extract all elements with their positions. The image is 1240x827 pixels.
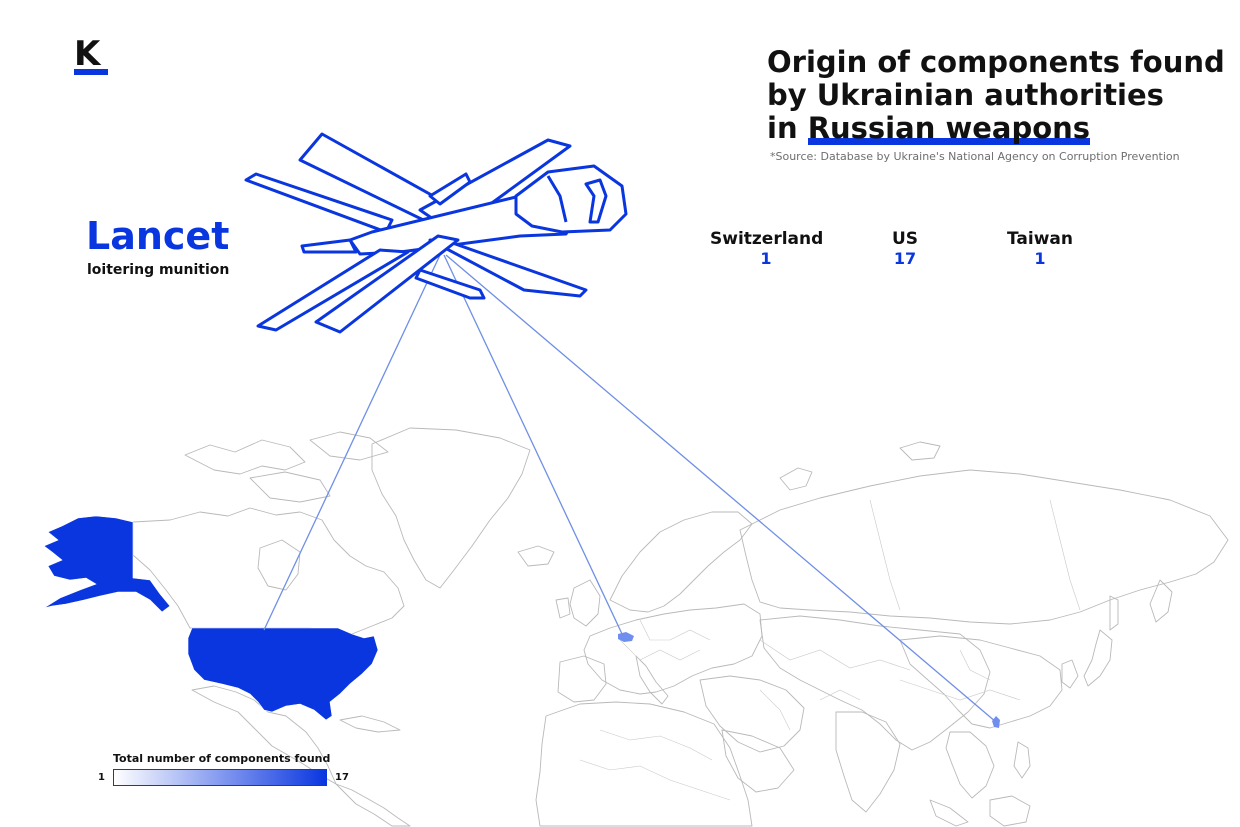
italy bbox=[635, 655, 669, 705]
country-us: US 17 bbox=[876, 229, 934, 269]
arctic-archipelago bbox=[184, 439, 306, 475]
link-lines bbox=[263, 254, 997, 723]
arctic-island-3 bbox=[309, 431, 389, 461]
title-line-2: by Ukrainian authorities bbox=[767, 78, 1164, 112]
iberia bbox=[557, 655, 607, 703]
africa bbox=[535, 701, 753, 827]
title-line-1: Origin of components found bbox=[767, 45, 1225, 79]
country-name: Taiwan bbox=[1007, 229, 1073, 249]
title-highlight: Russian weapons bbox=[807, 111, 1091, 145]
country-count: 1 bbox=[760, 249, 772, 268]
page-title: Origin of components found by Ukrainian … bbox=[767, 46, 1227, 145]
title-highlight-text: Russian weapons bbox=[807, 111, 1091, 145]
country-name: US bbox=[891, 229, 919, 249]
map-landmasses bbox=[132, 427, 1229, 827]
legend-gradient-bar bbox=[113, 769, 327, 786]
product-name: Lancet bbox=[86, 214, 230, 258]
hudson-bay bbox=[257, 539, 301, 591]
arctic-island-2 bbox=[249, 471, 331, 503]
mexico bbox=[191, 685, 337, 785]
country-taiwan: Taiwan 1 bbox=[1004, 229, 1076, 269]
legend-min-label: 1 bbox=[98, 772, 105, 783]
link-line-us bbox=[263, 254, 441, 631]
canada bbox=[132, 507, 405, 635]
title-line-3: in Russian weapons bbox=[767, 112, 1227, 145]
iceland bbox=[517, 545, 555, 567]
uk bbox=[569, 579, 601, 627]
cuba bbox=[339, 715, 401, 733]
central-asia bbox=[759, 615, 991, 751]
novaya-zemlya bbox=[779, 467, 813, 491]
sakhalin bbox=[1109, 595, 1119, 631]
country-count: 17 bbox=[893, 249, 917, 268]
product-type: loitering munition bbox=[87, 262, 230, 278]
southeast-asia bbox=[945, 731, 995, 799]
title-highlight-underline bbox=[807, 138, 1091, 145]
source-note: *Source: Database by Ukraine's National … bbox=[770, 150, 1180, 163]
japan bbox=[1083, 629, 1113, 687]
link-line-taiwan bbox=[445, 254, 997, 723]
logo-underline bbox=[74, 69, 108, 75]
india bbox=[835, 711, 901, 813]
middle-east bbox=[699, 675, 805, 753]
drone-icon bbox=[244, 132, 628, 334]
legend-max-label: 17 bbox=[335, 772, 349, 783]
arabia bbox=[721, 729, 795, 793]
logo-letter: K bbox=[74, 34, 101, 74]
country-switzerland: Switzerland 1 bbox=[710, 229, 824, 269]
title-line-3-prefix: in bbox=[767, 111, 808, 145]
europe bbox=[583, 603, 763, 695]
china bbox=[899, 635, 1063, 729]
map-borders bbox=[579, 499, 1081, 801]
borneo bbox=[989, 795, 1031, 827]
greenland bbox=[371, 427, 531, 589]
scandinavia bbox=[609, 511, 753, 613]
brand-logo: K bbox=[72, 34, 112, 76]
highlighted-countries bbox=[43, 515, 1000, 728]
country-name: Switzerland bbox=[710, 229, 824, 249]
legend-title: Total number of components found bbox=[113, 752, 331, 765]
alaska-region bbox=[43, 515, 171, 613]
central-america bbox=[335, 783, 411, 827]
us-contiguous-region bbox=[187, 627, 379, 721]
kamchatka bbox=[1149, 579, 1173, 623]
country-count: 1 bbox=[1034, 249, 1046, 268]
russia bbox=[739, 469, 1229, 625]
link-line-switzerland bbox=[443, 254, 624, 637]
philippines bbox=[1013, 741, 1031, 779]
korea bbox=[1061, 659, 1079, 689]
arctic-island-asia bbox=[899, 441, 941, 461]
ireland bbox=[555, 597, 571, 619]
sumatra bbox=[929, 799, 969, 827]
